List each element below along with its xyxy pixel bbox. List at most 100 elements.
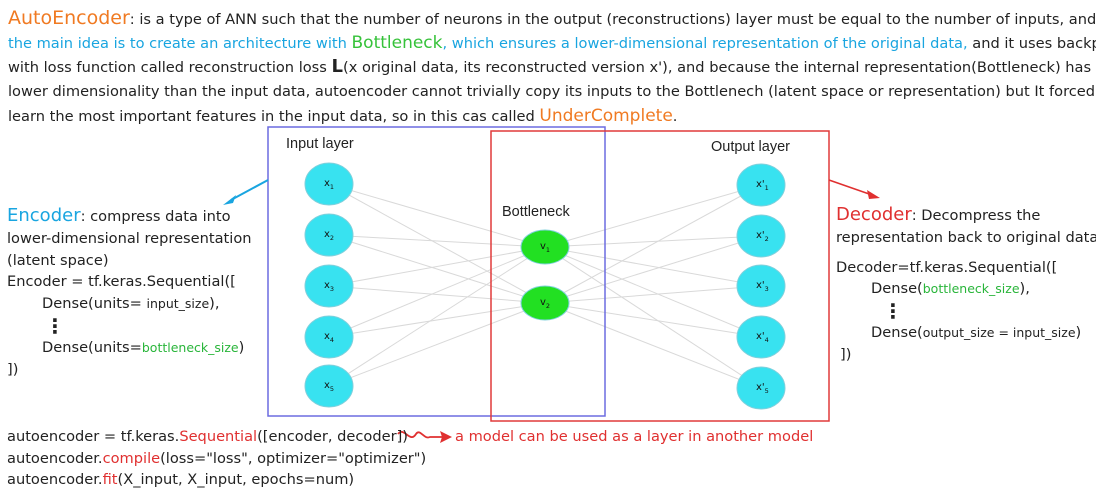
- code-line-3a: autoencoder.: [7, 471, 103, 489]
- encoder-code-3: Dense(units=: [42, 338, 142, 356]
- model-arrow-line: [397, 431, 446, 439]
- encoder-panel: Encoder: compress data into lower-dimens…: [7, 205, 252, 381]
- input-node-5-circle: [304, 364, 354, 408]
- encoder-box: [267, 126, 606, 417]
- decoder-bottleneck-size: bottleneck_size: [922, 281, 1020, 297]
- input-node-4-label: x4: [324, 331, 334, 344]
- bottleneck-keyword: Bottleneck: [351, 32, 443, 53]
- encoder-bottleneck-size: bottleneck_size: [141, 339, 239, 355]
- compile-keyword: compile: [102, 449, 161, 467]
- encoder-edge: [328, 246, 546, 387]
- code-line-3c: (X_input, X_input, epochs=num): [117, 471, 355, 489]
- decoder-title: Decoder: [836, 204, 912, 225]
- input-node-5: x5: [304, 364, 354, 408]
- encoder-edge: [328, 234, 546, 248]
- code-line-2a: autoencoder.: [7, 449, 103, 467]
- decoder-arrow-line: [828, 179, 873, 196]
- decoder-code-3-end: ): [1075, 324, 1082, 342]
- intro-line-2-highlight-b: , which ensures a lower-dimensional repr…: [442, 34, 968, 52]
- decoder-edge: [544, 246, 762, 389]
- model-layer-note: a model can be used as a layer in anothe…: [455, 428, 814, 445]
- output-node-4-circle: [736, 315, 786, 359]
- network-nodes: x1 x2 x3 x4 x5 v1 v2 x'1 x'2 x'3 x'4 x'5: [304, 162, 786, 410]
- bottleneck-layer-label: Bottleneck: [502, 204, 570, 220]
- undercomplete-keyword: UnderComplete: [539, 106, 673, 127]
- encoder-code-2: Dense(units=: [42, 295, 147, 313]
- encoder-edge: [328, 234, 546, 304]
- intro-line-3a: with loss function called reconstruction…: [8, 59, 332, 77]
- decoder-edge: [544, 246, 762, 338]
- decoder-code-2-end: ),: [1019, 280, 1030, 298]
- bottleneck-node-1-label: v1: [540, 241, 550, 254]
- decoder-edge: [544, 246, 762, 287]
- decoder-code-4: ]): [840, 345, 852, 363]
- loss-symbol: L: [331, 56, 344, 78]
- decoder-edge: [544, 235, 762, 248]
- decoder-edge: [544, 302, 762, 338]
- decoder-edge: [544, 184, 762, 248]
- encoder-arrow-line: [230, 179, 269, 201]
- input-node-4-circle: [304, 315, 354, 359]
- encoder-input-size: input_size: [146, 296, 210, 312]
- decoder-code-2: Dense(: [871, 280, 923, 298]
- bottleneck-node-1: v1: [520, 229, 570, 265]
- encoder-desc-2: lower-dimensional representation: [7, 229, 252, 247]
- output-node-3: x'3: [736, 264, 786, 308]
- decoder-panel: Decoder: Decompress the representation b…: [836, 204, 1096, 366]
- encoder-title: Encoder: [7, 205, 81, 226]
- intro-line-5-end: .: [672, 108, 678, 126]
- intro-line-4: lower dimensionality than the input data…: [8, 82, 1096, 100]
- encoder-code-2-end: ),: [209, 295, 220, 313]
- bottleneck-node-2-circle: [520, 285, 570, 321]
- output-node-1-circle: [736, 163, 786, 207]
- output-node-4: x'4: [736, 315, 786, 359]
- encoder-edge: [328, 285, 546, 304]
- input-node-1: x1: [304, 162, 354, 206]
- input-node-3: x3: [304, 264, 354, 308]
- decoder-desc-1: : Decompress the: [911, 207, 1041, 224]
- autoencoder-code: autoencoder = tf.keras.Sequential([encod…: [7, 426, 426, 491]
- output-node-3-circle: [736, 264, 786, 308]
- input-node-2-label: x2: [324, 229, 334, 242]
- decoder-edge: [544, 235, 762, 304]
- input-layer-label: Input layer: [286, 136, 354, 152]
- intro-line-2-rest: and it uses backprop: [972, 34, 1096, 52]
- decoder-desc-2: representation back to original data: [836, 228, 1096, 246]
- input-node-3-label: x3: [324, 280, 334, 293]
- output-node-2: x'2: [736, 214, 786, 258]
- input-node-2-circle: [304, 213, 354, 257]
- decoder-code-1: Decoder=tf.keras.Sequential([: [836, 258, 1058, 276]
- output-node-1: x'1: [736, 163, 786, 207]
- decoder-edge: [544, 184, 762, 304]
- encoder-edge: [328, 183, 546, 304]
- output-layer-label: Output layer: [711, 139, 790, 155]
- encoder-code-3-end: ): [238, 338, 245, 356]
- input-node-2: x2: [304, 213, 354, 257]
- input-node-3-circle: [304, 264, 354, 308]
- decoder-output-size: output_size = input_size: [922, 325, 1076, 341]
- input-node-4: x4: [304, 315, 354, 359]
- fit-keyword: fit: [102, 471, 118, 489]
- encoder-code-4: ]): [7, 360, 19, 378]
- encoder-code-1: Encoder = tf.keras.Sequential([: [7, 273, 236, 291]
- intro-line-3b: (x original data, its reconstructed vers…: [343, 59, 1096, 77]
- input-node-5-label: x5: [324, 380, 334, 393]
- bottleneck-node-2-label: v2: [540, 297, 550, 310]
- encoder-arrow-head: [223, 195, 236, 205]
- encoder-edge: [328, 302, 546, 338]
- bottleneck-node-1-circle: [520, 229, 570, 265]
- decoder-ellipsis: ⋮: [883, 299, 903, 324]
- network-edges: [328, 183, 762, 389]
- encoder-edge: [328, 183, 546, 248]
- decoder-box: [490, 130, 830, 422]
- decoder-code-3: Dense(: [871, 324, 923, 342]
- output-node-2-circle: [736, 214, 786, 258]
- encoder-edge: [328, 302, 546, 387]
- encoder-desc-1: : compress data into: [80, 208, 231, 225]
- autoencoder-title: AutoEncoder: [8, 7, 130, 29]
- decoder-edge: [544, 302, 762, 389]
- decoder-arrow-head: [867, 190, 880, 199]
- output-node-5: x'5: [736, 366, 786, 410]
- intro-paragraph: AutoEncoder: is a type of ANN such that …: [8, 6, 1096, 129]
- intro-line-2-highlight-a: the main idea is to create an architectu…: [8, 34, 352, 52]
